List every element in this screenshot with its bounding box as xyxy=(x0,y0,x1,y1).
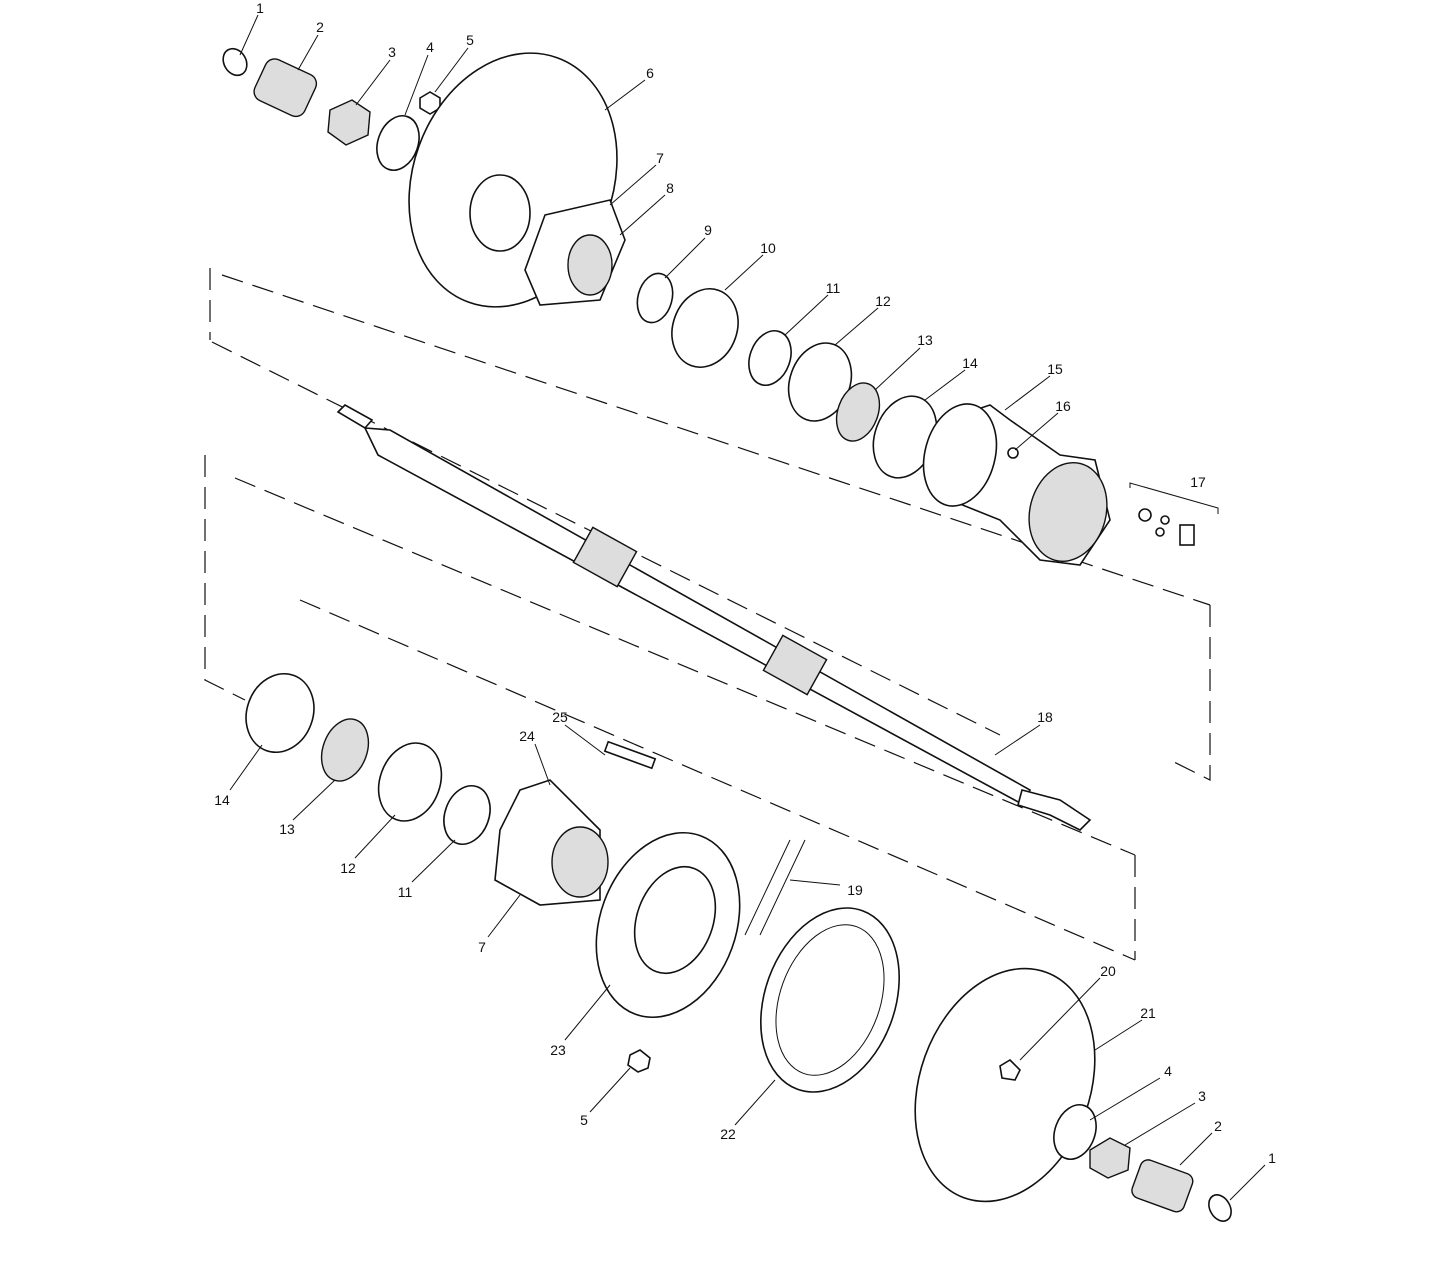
callout-24: 24 xyxy=(519,728,535,744)
callout-13: 13 xyxy=(917,332,933,348)
axle-shaft xyxy=(336,404,1092,831)
callout-16: 16 xyxy=(1055,398,1071,414)
callout-21: 21 xyxy=(1140,1005,1156,1021)
callout-10: 10 xyxy=(760,240,776,256)
spacer-2 xyxy=(253,58,318,118)
bearing-13 xyxy=(835,382,881,442)
callout-1-lower: 1 xyxy=(1268,1150,1276,1166)
callout-2-lower: 2 xyxy=(1214,1118,1222,1134)
brake-disc-21 xyxy=(914,967,1096,1203)
callout-11-lower: 11 xyxy=(398,884,413,900)
bearing-race-10 xyxy=(671,288,739,368)
callout-6: 6 xyxy=(646,65,654,81)
grease-fitting-16 xyxy=(1007,447,1019,459)
callout-7-lower: 7 xyxy=(478,939,486,955)
hub-bearing xyxy=(567,234,613,296)
callout-8: 8 xyxy=(666,180,674,196)
callout-25: 25 xyxy=(552,709,568,725)
callout-12-lower: 12 xyxy=(340,860,356,876)
callout-17: 17 xyxy=(1190,474,1206,490)
callout-20: 20 xyxy=(1100,963,1116,979)
snap-ring-9 xyxy=(636,272,674,324)
callout-5: 5 xyxy=(466,32,474,48)
leader-lines xyxy=(229,14,1266,1201)
callout-11: 11 xyxy=(826,280,841,296)
nut-5-lower xyxy=(627,1049,651,1073)
nut-20 xyxy=(999,1058,1021,1081)
sprocket-guard-22 xyxy=(760,907,900,1093)
callout-3: 3 xyxy=(388,44,396,60)
callout-15: 15 xyxy=(1047,361,1063,377)
lower-parts xyxy=(245,672,1232,1222)
callout-14: 14 xyxy=(962,355,978,371)
chain-19 xyxy=(744,839,806,936)
callout-12: 12 xyxy=(875,293,891,309)
callout-9: 9 xyxy=(704,222,712,238)
callout-23: 23 xyxy=(550,1042,566,1058)
nut-3 xyxy=(327,99,371,146)
callout-5-lower: 5 xyxy=(580,1112,588,1128)
upper-callouts: 1 2 3 4 5 6 7 8 9 10 11 12 13 14 15 16 1… xyxy=(256,0,1206,490)
bolt-25 xyxy=(603,740,657,770)
callout-1: 1 xyxy=(256,0,264,16)
callout-13-lower: 13 xyxy=(279,821,295,837)
callout-22: 22 xyxy=(720,1126,736,1142)
callout-4: 4 xyxy=(426,39,434,55)
callout-3-lower: 3 xyxy=(1198,1088,1206,1104)
snap-ring-1 xyxy=(222,47,248,77)
disc-center-hole xyxy=(469,174,531,252)
callout-7: 7 xyxy=(656,150,664,166)
callout-18: 18 xyxy=(1037,709,1053,725)
washer-11 xyxy=(748,330,792,386)
lower-callouts: 14 13 12 11 7 24 25 19 23 5 22 20 21 4 3… xyxy=(214,709,1276,1166)
callout-4-lower: 4 xyxy=(1164,1063,1172,1079)
lock-kit-17 xyxy=(1129,482,1219,546)
callout-14-lower: 14 xyxy=(214,792,230,808)
upper-parts xyxy=(222,47,1219,566)
callout-2: 2 xyxy=(316,19,324,35)
callout-19: 19 xyxy=(847,882,863,898)
